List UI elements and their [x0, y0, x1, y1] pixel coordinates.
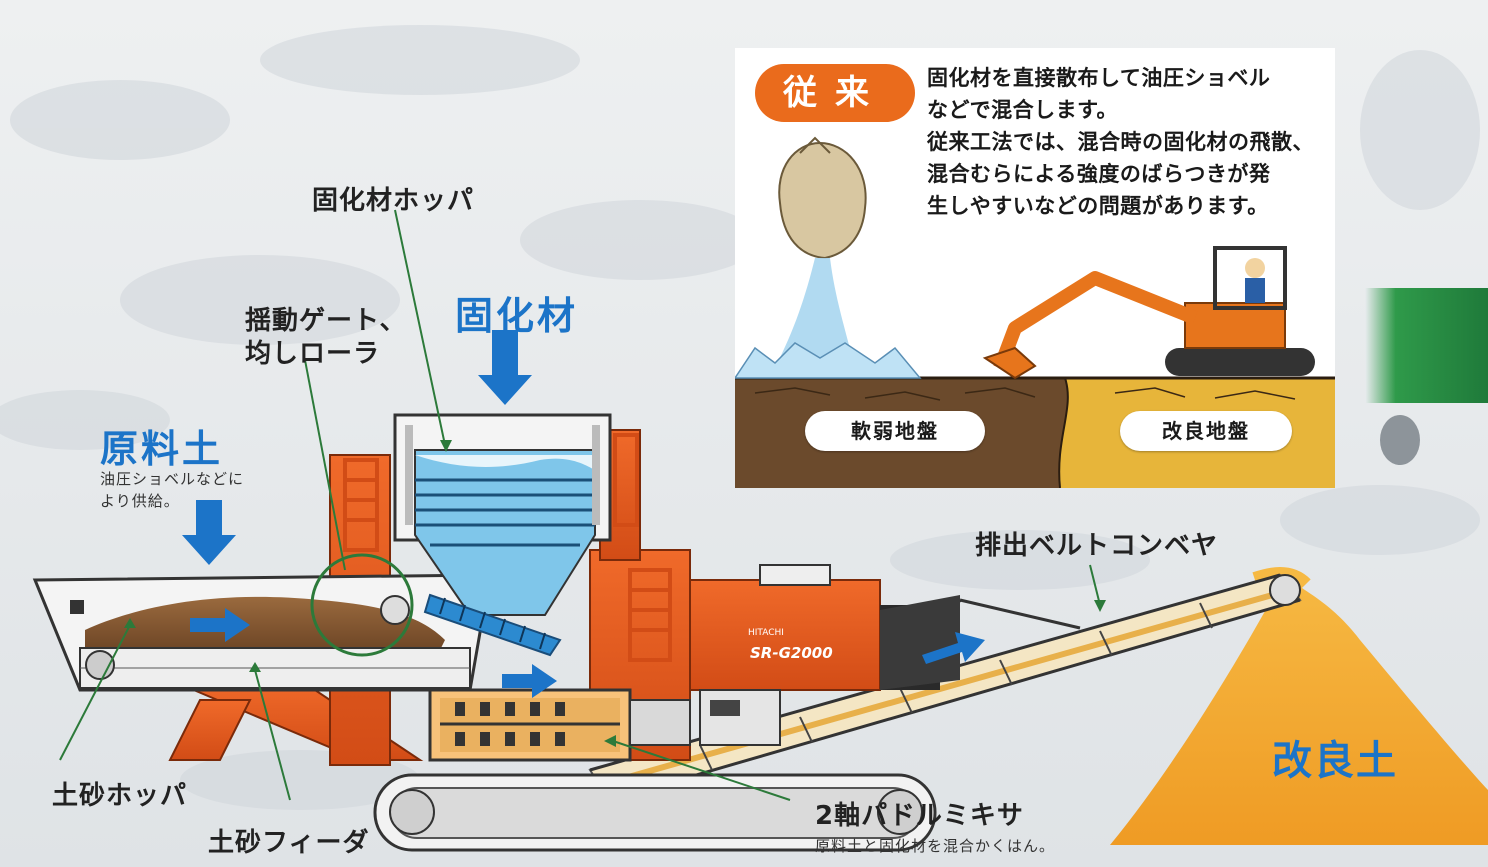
hopper-right-arrow: [190, 608, 250, 642]
improved-soil-pile: [1110, 575, 1488, 845]
description-line: 固化材を直接散布して油圧ショベル: [927, 66, 1271, 90]
earth-feeder-label: 土砂フィーダ: [208, 828, 370, 858]
flow-arrows: [182, 330, 985, 698]
earth-hopper: [32, 573, 492, 692]
twin-mixer-note: 原料土と固化材を混合かくはん。: [815, 837, 1056, 855]
improved-ground-label: 改良地盤: [1120, 411, 1292, 451]
discharge-conveyor-label: 排出ベルトコンベヤ: [975, 531, 1219, 561]
excavator: [982, 246, 1315, 380]
description-line: などで混合します。: [927, 98, 1118, 122]
improved-soil-label: 改良土: [1272, 738, 1398, 784]
green-edge-tab: [1365, 288, 1488, 403]
twin-mixer-label: 2軸パドルミキサ: [815, 801, 1024, 831]
conventional-description: 固化材を直接散布して油圧ショベル などで混合します。 従来工法では、混合時の固化…: [927, 62, 1327, 222]
ladder-rails: [343, 433, 672, 662]
conveyor-right-arrow: [922, 632, 985, 664]
maker-mark: HITACHI: [748, 628, 784, 638]
snow-texture: [0, 25, 1480, 810]
hardener-label: 固化材: [455, 294, 579, 338]
gate-label-line1: 揺動ゲート、: [245, 306, 407, 336]
soft-ground-label: 軟弱地盤: [805, 411, 985, 451]
mixer-right-arrow: [502, 664, 557, 698]
power-unit: [689, 564, 960, 746]
raw-soil-down-arrow: [182, 500, 236, 565]
hardener-bag: [778, 141, 867, 260]
raw-soil-label: 原料土: [100, 427, 224, 471]
hardener-down-arrow: [478, 330, 532, 405]
hardener-hopper-label: 固化材ホッパ: [312, 186, 475, 216]
conventional-method-panel: 従来 固化材を直接散布して油圧ショベル などで混合します。 従来工法では、混合時…: [735, 48, 1335, 488]
gate-label-line2: 均しローラ: [245, 339, 381, 369]
description-line: 混合むらによる強度のばらつきが発: [927, 162, 1271, 186]
raw-soil-note-line2: より供給。: [100, 492, 180, 510]
machine-model-label: SR-G2000: [750, 644, 833, 662]
description-line: 生しやすいなどの問題があります。: [927, 194, 1269, 218]
conventional-badge: 従来: [755, 64, 915, 122]
twin-paddle-mixer: [428, 688, 691, 762]
raw-soil-note-line1: 油圧ショベルなどに: [100, 470, 245, 488]
gate-callout-circle: [310, 553, 414, 657]
screw-feeder: [380, 593, 562, 657]
edge-hole: [1380, 415, 1420, 465]
crawler-track: [373, 773, 937, 852]
hardener-hopper: [393, 413, 612, 616]
earth-hopper-label: 土砂ホッパ: [52, 781, 188, 811]
leader-lines: [59, 209, 1101, 801]
description-line: 従来工法では、混合時の固化材の飛散、: [927, 130, 1314, 154]
